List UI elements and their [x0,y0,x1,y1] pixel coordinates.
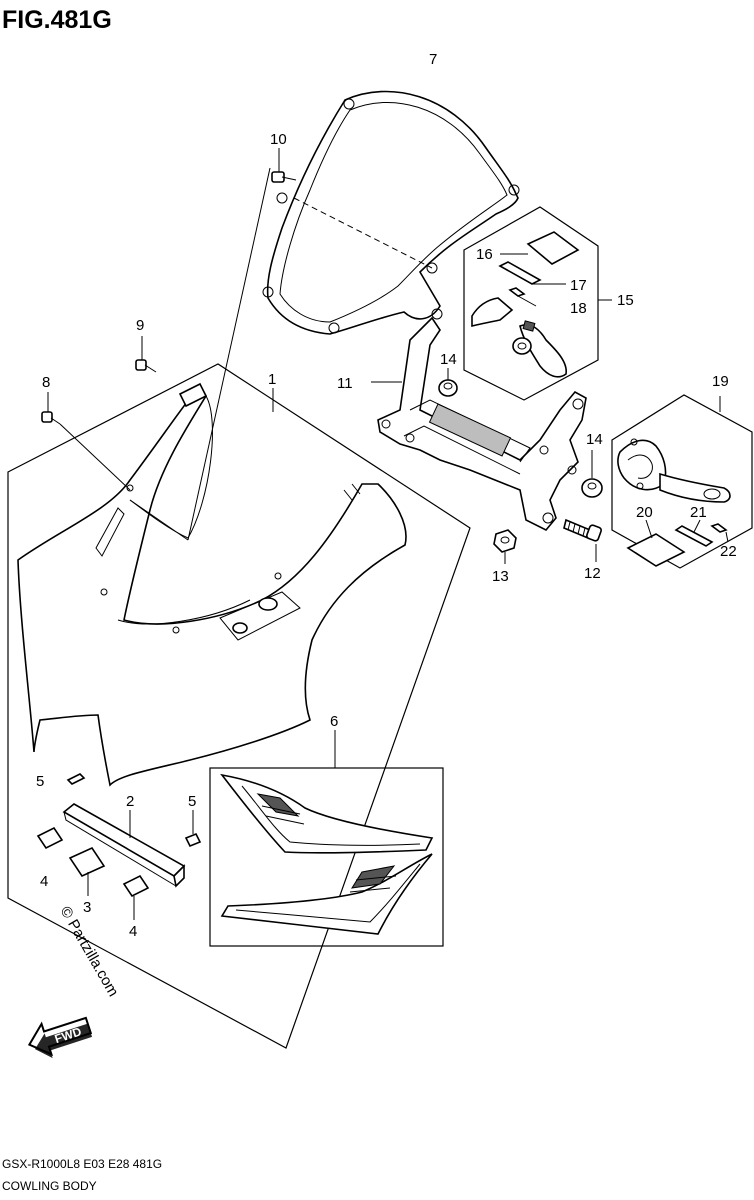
screw-9 [135,359,157,373]
sticker-16 [526,231,580,265]
leader-8-b [59,423,131,491]
callout-3: 3 [83,899,91,916]
callout-7: 7 [429,51,437,68]
callout-1: 1 [268,371,276,388]
screw-10 [271,171,297,183]
pad-3 [68,846,106,878]
fwd-arrow: FWD [27,1016,93,1059]
leader-22 [725,531,729,543]
bolt-12 [563,518,602,542]
figure-subtitle: COWLING BODY [2,1179,97,1193]
callout-2: 2 [126,793,134,810]
leader-line-screen-2 [129,499,189,541]
callout-16: 16 [476,246,493,263]
watermark: © Partzilla.com [57,904,122,1000]
callout-18: 18 [570,300,587,317]
nut-13 [493,529,517,553]
callout-9: 9 [136,317,144,334]
alignment-line [293,197,433,269]
pad-4a [36,826,64,850]
pad-4b [122,874,150,898]
callout-11: 11 [337,375,353,392]
tape-18 [508,287,526,297]
figure-title: FIG.481G [2,6,112,34]
tape-5a [66,773,86,785]
leader-line-screen [187,167,271,541]
screw-8 [41,411,61,425]
callout-22: 22 [720,543,737,560]
windscreen [262,90,520,335]
callout-10: 10 [270,131,287,148]
callout-5a: 5 [36,773,44,790]
group-box-15 [463,206,599,401]
mirror-mount-19 [617,438,731,503]
side-panel-upper [220,773,434,854]
callout-12: 12 [584,565,601,582]
group-box-19 [611,394,753,569]
callout-8: 8 [42,374,50,391]
callout-20: 20 [636,504,653,521]
grommet-14b [581,478,603,498]
callout-15: 15 [617,292,634,309]
tape-22 [710,523,728,533]
side-panel-lower [220,853,433,935]
grommet-14a [438,379,458,397]
callout-13: 13 [492,568,509,585]
group-box-side-panels [209,767,444,947]
leader-18 [517,295,537,307]
callout-21: 21 [690,504,707,521]
callout-19: 19 [712,373,729,390]
callout-6: 6 [330,713,338,730]
upper-cowling [17,383,407,787]
strip-21 [674,525,714,547]
callout-14a: 14 [440,351,457,368]
callout-5b: 5 [188,793,196,810]
cowling-bracket [377,316,587,531]
callout-17: 17 [570,277,587,294]
tape-5b [184,832,202,848]
model-code: GSX-R1000L8 E03 E28 481G [2,1157,162,1171]
callout-4b: 4 [129,923,137,940]
leader-20 [645,519,653,539]
sticker-20 [626,533,686,567]
group-box-cowling [7,363,471,1049]
mirror-mount-15 [471,297,567,378]
callout-14b: 14 [586,431,603,448]
leader-21 [693,519,701,533]
foam-strip [62,803,186,888]
callout-4a: 4 [40,873,48,890]
strip-17 [498,261,542,285]
clip-top [178,382,208,408]
